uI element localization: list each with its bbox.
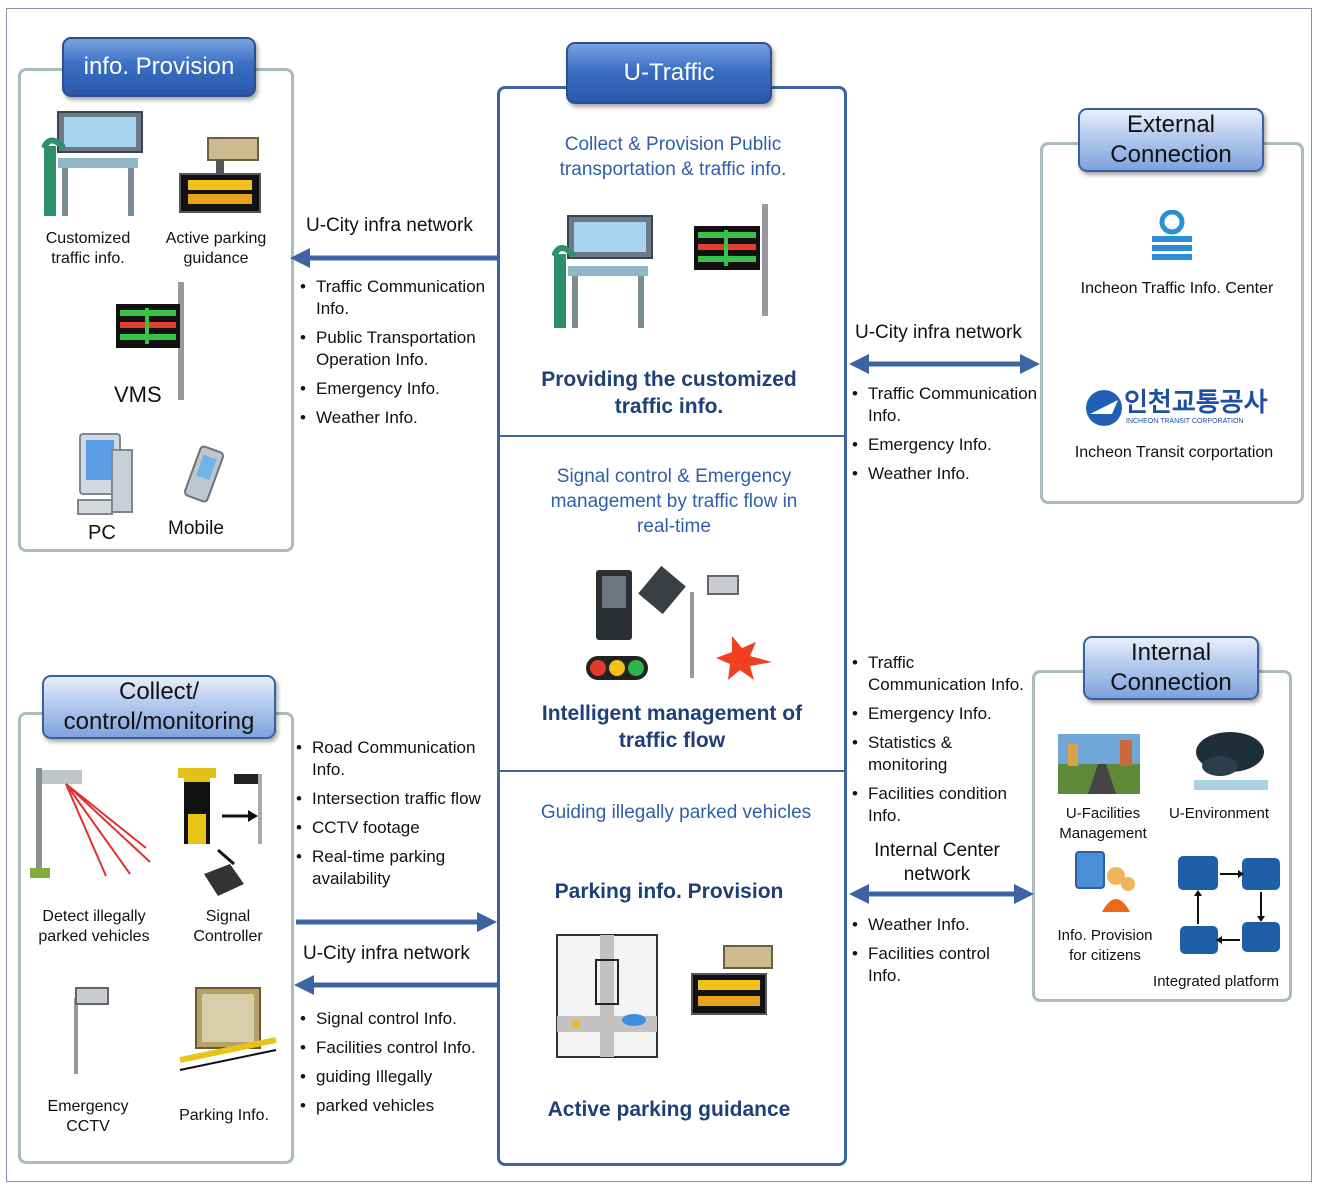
bullet-item: Traffic Communication Info.: [300, 276, 496, 320]
mobile-icon: [183, 445, 225, 503]
active-parking-label: Active parking guidance: [165, 230, 267, 267]
section3-title-2: Active parking guidance: [547, 1098, 791, 1121]
section2-title: Intelligent management of traffic flow: [541, 702, 803, 752]
arrow-right-upper-head-right: [1020, 354, 1040, 374]
arrow-internal-head-left: [849, 884, 869, 904]
bullets-left-lower-out: Signal control Info. Facilities control …: [300, 1008, 496, 1124]
bullet-item: Traffic Communication Info.: [852, 652, 1032, 696]
bullet-item: Emergency Info.: [852, 703, 1032, 725]
section3-subtitle: Guiding illegally parked vehicles: [540, 802, 812, 823]
arrow-internal-head-right: [1014, 884, 1034, 904]
signal-controller-label: Signal Controller: [193, 908, 263, 945]
incheon-transit-logo-subtext: INCHEON TRANSIT CORPORATION: [1126, 418, 1244, 425]
bullet-item: Traffic Communication Info.: [852, 383, 1038, 427]
center-bus-stop-icon: [552, 215, 653, 328]
center-parking-sign-icon: [691, 945, 773, 1015]
bullet-item: Weather Info.: [300, 407, 496, 429]
citizens-icon: [1075, 851, 1135, 912]
arrow-lower-left-in-head: [477, 912, 497, 932]
bullet-item: Facilities control Info.: [852, 943, 1022, 987]
detect-illegal-parking-label: Detect illegally parked vehicles: [38, 908, 150, 945]
u-facilities-label: U-Facilities Management: [1059, 805, 1147, 842]
illegal-parking-detector-icon: [30, 768, 151, 878]
parking-info-label: Parking Info.: [179, 1107, 269, 1124]
bullet-item: Weather Info.: [852, 914, 1022, 936]
external-connection-panel: [1040, 142, 1304, 504]
section2-subtitle: Signal control & Emergency management by…: [550, 466, 798, 537]
bullet-item: Emergency Info.: [852, 434, 1038, 456]
bullet-item: Facilities control Info.: [300, 1037, 496, 1059]
external-connection-tab: External Connection: [1078, 108, 1264, 172]
bullet-item: Real-time parking availability: [296, 846, 496, 890]
internal-connection-tab: Internal Connection: [1083, 636, 1259, 700]
mobile-label: Mobile: [168, 518, 224, 539]
network-label-internal: Internal Center network: [874, 840, 1000, 885]
traffic-center-logo-icon: [1152, 210, 1192, 260]
diagram-frame: [6, 8, 1312, 1182]
u-traffic-tab: U-Traffic: [566, 42, 772, 104]
bullet-item: parked vehicles: [300, 1095, 496, 1117]
arrow-upper-left-head: [290, 248, 310, 268]
center-divider-1: [500, 435, 844, 437]
u-environment-label: U-Environment: [1168, 805, 1270, 822]
bullet-item: Road Communication Info.: [296, 737, 496, 781]
info-provision-tab: info. Provision: [62, 37, 256, 97]
bullets-right-upper: Traffic Communication Info. Emergency In…: [852, 383, 1038, 492]
incheon-transit-logo-icon: [1086, 390, 1122, 426]
signal-devices-icon: [586, 565, 772, 680]
bullet-item: Public Transportation Operation Info.: [300, 327, 496, 371]
bullet-item: Signal control Info.: [300, 1008, 496, 1030]
integrated-platform-icon: [1178, 856, 1280, 954]
bullet-item: Intersection traffic flow: [296, 788, 496, 810]
pc-icon: [77, 433, 133, 515]
pc-label: PC: [88, 522, 116, 544]
customized-traffic-label: Customized traffic info.: [45, 230, 131, 267]
collect-control-tab: Collect/ control/monitoring: [42, 675, 276, 739]
bullet-item: Emergency Info.: [300, 378, 496, 400]
center-divider-2: [500, 770, 844, 772]
vms-sign-icon: [116, 282, 184, 400]
bullets-left-upper: Traffic Communication Info. Public Trans…: [300, 276, 496, 436]
parking-sign-icon: [179, 137, 261, 213]
bullet-item: guiding Illegally: [300, 1066, 496, 1088]
bullet-item: Statistics & monitoring: [852, 732, 1032, 776]
bullets-left-lower-in: Road Communication Info. Intersection tr…: [296, 737, 496, 897]
incheon-traffic-center-label: Incheon Traffic Info. Center: [1080, 280, 1274, 297]
incheon-transit-label: Incheon Transit corportation: [1074, 444, 1274, 461]
section1-title: Providing the customized traffic info.: [541, 368, 797, 418]
incheon-transit-logo-text: 인천교통공사: [1124, 387, 1268, 417]
arrow-right-upper-head-left: [849, 354, 869, 374]
parking-map-icon: [556, 934, 658, 1058]
bullets-right-mid: Traffic Communication Info. Emergency In…: [852, 652, 1032, 834]
emergency-cctv-icon: [74, 987, 109, 1074]
bullet-item: Weather Info.: [852, 463, 1038, 485]
emergency-cctv-label: Emergency CCTV: [47, 1098, 129, 1135]
network-label-upper-left: U-City infra network: [306, 215, 473, 236]
bullet-item: Facilities condition Info.: [852, 783, 1032, 827]
section3-title-1: Parking info. Provision: [554, 880, 784, 903]
info-provision-citizens-label: Info. Provision for citizens: [1057, 927, 1153, 964]
network-label-lower-left: U-City infra network: [303, 943, 470, 964]
integrated-platform-label: Integrated platform: [1153, 973, 1279, 990]
arrow-lower-left-out-head: [294, 975, 314, 995]
parking-gate-icon: [179, 987, 277, 1071]
u-facilities-icon: [1058, 734, 1140, 794]
vms-label: VMS: [114, 382, 162, 407]
bullet-item: CCTV footage: [296, 817, 496, 839]
bullets-right-lower: Weather Info. Facilities control Info.: [852, 914, 1022, 994]
collect-control-panel: [18, 712, 294, 1164]
signal-controller-icon: [178, 768, 262, 896]
section1-subtitle: Collect & Provision Public transportatio…: [559, 134, 787, 180]
network-label-right-upper: U-City infra network: [855, 322, 1022, 343]
center-vms-sign-icon: [694, 204, 768, 316]
bus-stop-icon: [41, 111, 143, 216]
u-environment-icon: [1194, 732, 1268, 790]
